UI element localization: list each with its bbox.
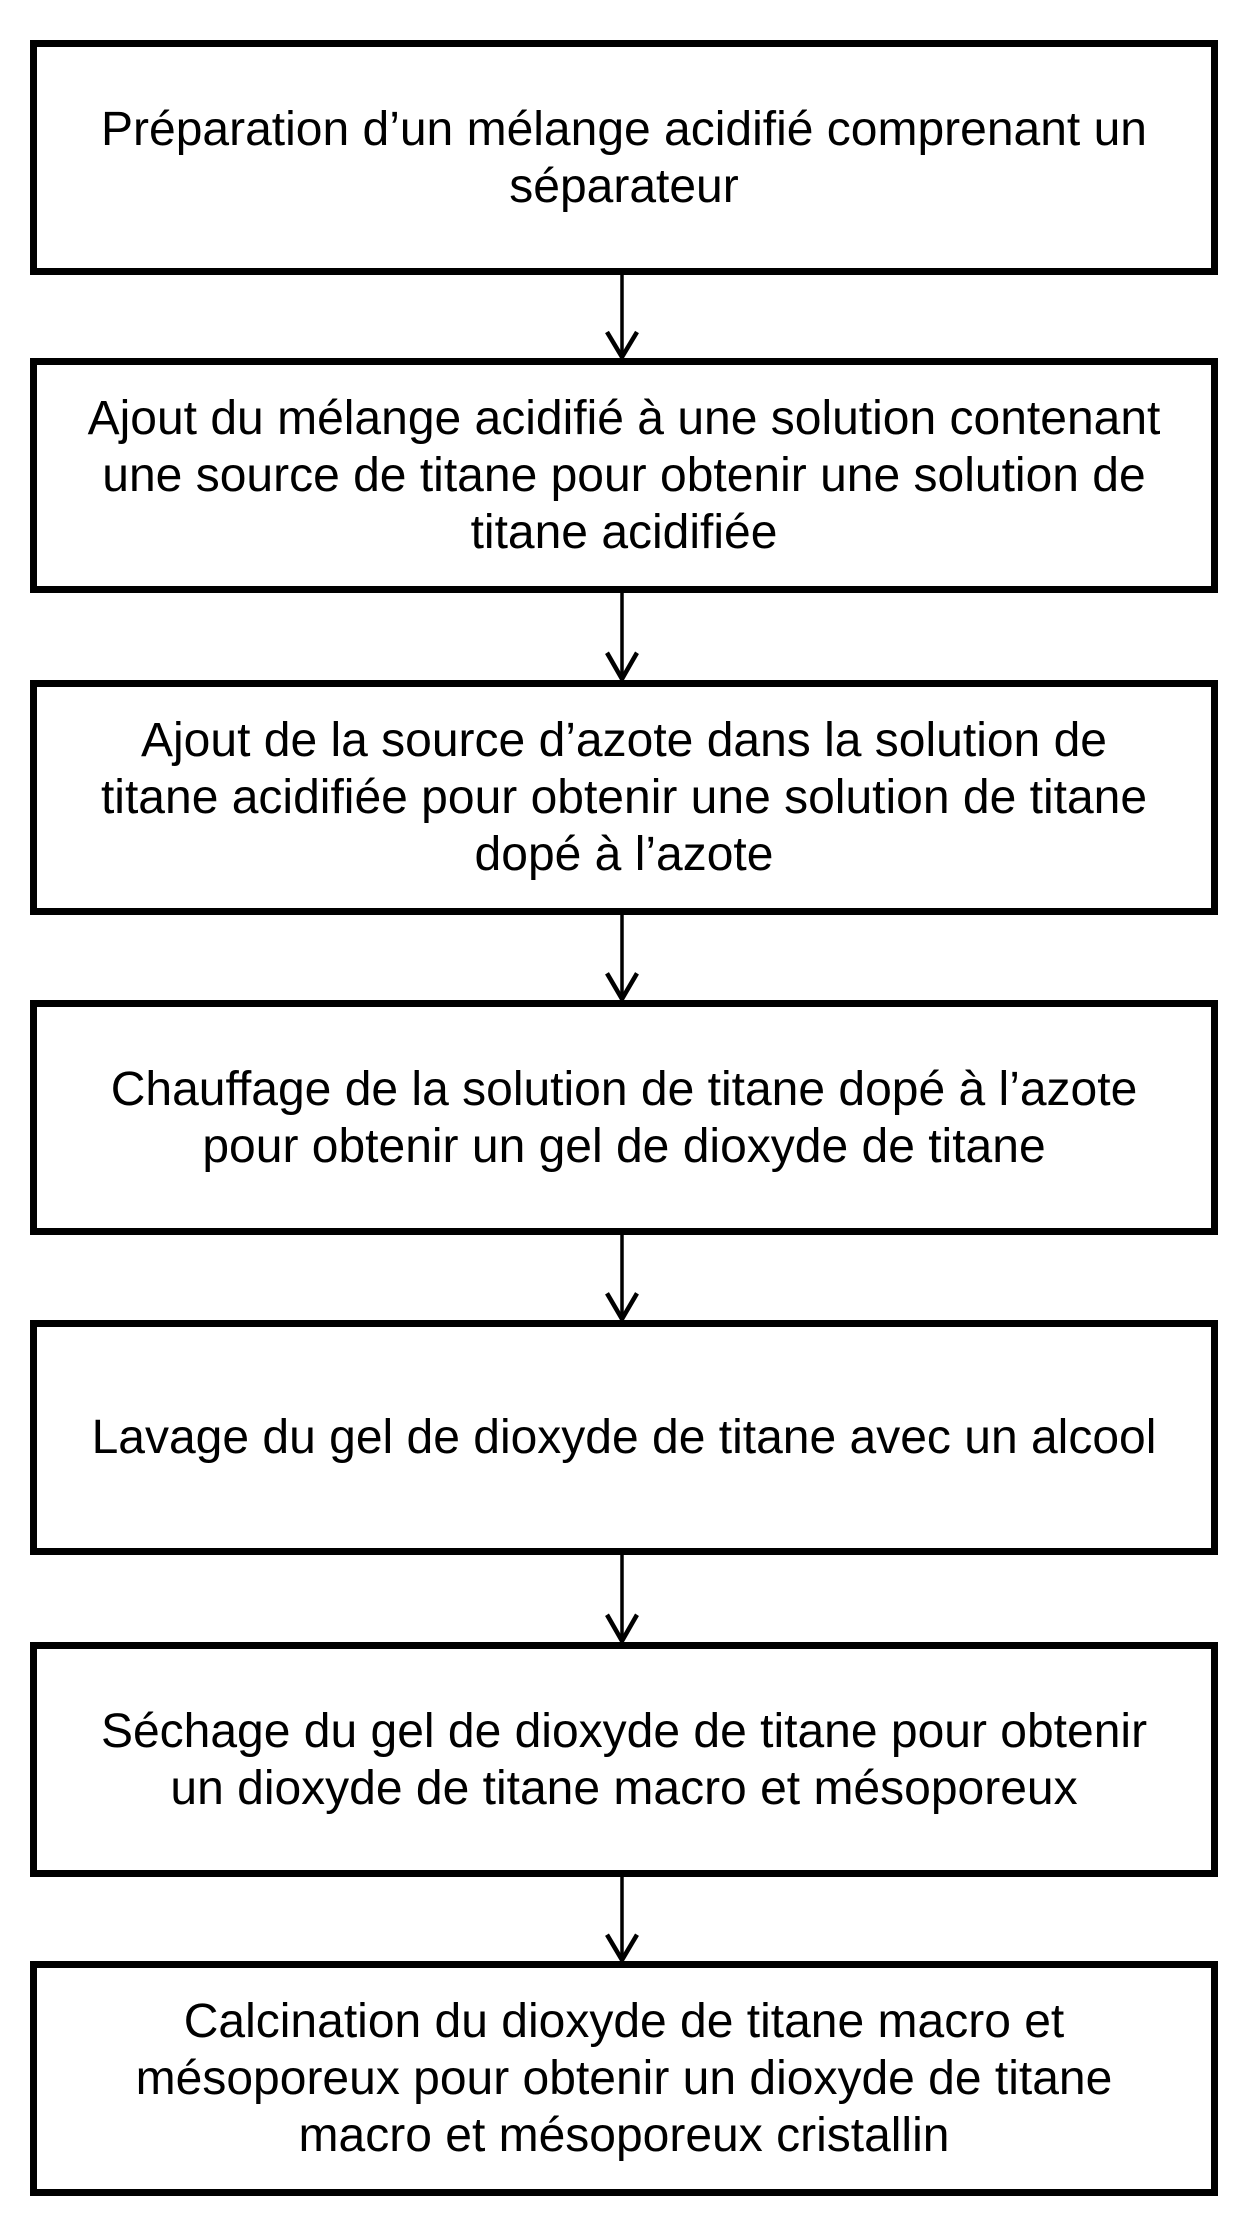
flow-step-4-line-1: Chauffage de la solution de titane dopé … [110,1062,1138,1116]
flow-step-7-line-2: mésoporeux pour obtenir un dioxyde de ti… [135,2052,1113,2105]
arrow-down-icon [605,914,639,1001]
flow-step-6-line-1: Séchage du gel de dioxyde de titane pour… [100,1704,1148,1758]
flow-step-1-line-1: Préparation d’un mélange acidifié compre… [101,102,1147,156]
flow-step-7-line-3: macro et mésoporeux cristallin [298,2109,950,2162]
arrow-down-icon [605,1234,639,1321]
flow-step-1-line-2: séparateur [509,159,739,213]
flow-step-2-line-1: Ajout du mélange acidifié à une solution… [87,392,1161,445]
flow-step-7-line-1: Calcination du dioxyde de titane macro e… [183,1995,1065,2048]
flow-step-5: Lavage du gel de dioxyde de titane avec … [30,1320,1218,1555]
flow-step-3-line-1: Ajout de la source d’azote dans la solut… [141,714,1107,767]
arrow-down-icon [605,592,639,681]
flow-step-3: Ajout de la source d’azote dans la solut… [30,680,1218,915]
flow-step-1: Préparation d’un mélange acidifié compre… [30,40,1218,275]
flow-step-6-line-2: un dioxyde de titane macro et mésoporeux [170,1761,1078,1815]
flow-step-3-line-3: dopé à l’azote [474,828,774,881]
flow-step-2-line-2: une source de titane pour obtenir une so… [102,449,1146,502]
arrow-down-icon [605,1876,639,1962]
flow-step-2-line-3: titane acidifiée [470,506,778,559]
arrow-down-icon [605,1554,639,1643]
flow-step-6: Séchage du gel de dioxyde de titane pour… [30,1642,1218,1877]
flow-step-2: Ajout du mélange acidifié à une solution… [30,358,1218,593]
flow-step-4: Chauffage de la solution de titane dopé … [30,1000,1218,1235]
arrow-down-icon [605,274,639,359]
flow-step-4-line-2: pour obtenir un gel de dioxyde de titane [202,1119,1046,1173]
flow-step-5-line-1: Lavage du gel de dioxyde de titane avec … [91,1411,1157,1464]
flow-step-3-line-2: titane acidifiée pour obtenir une soluti… [100,771,1148,824]
flow-step-7: Calcination du dioxyde de titane macro e… [30,1961,1218,2196]
